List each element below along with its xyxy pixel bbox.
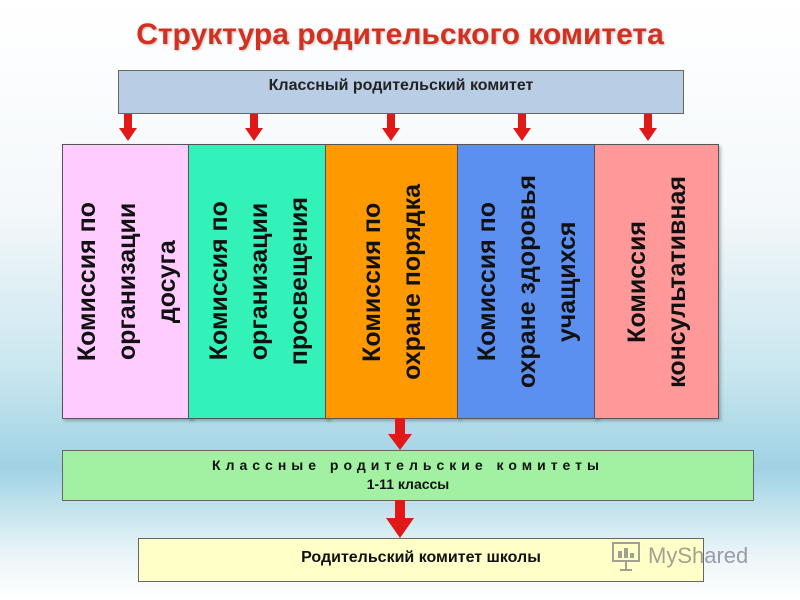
commission-health: Комиссия по охране здоровья учащихся (457, 144, 597, 419)
commission-order: Комиссия по охране порядка (325, 144, 459, 419)
arrow-down-icon (245, 114, 263, 141)
watermark: MyShared (610, 538, 770, 574)
arrow-down-icon (513, 114, 531, 141)
class-committees-label: Классные родительские комитеты (212, 457, 604, 473)
arrow-down-icon (119, 114, 137, 141)
arrow-down-icon (388, 418, 412, 450)
arrow-down-icon (382, 114, 400, 141)
presentation-icon (612, 542, 640, 571)
page-title: Структура родительского комитета (136, 18, 664, 51)
class-parent-committee-box: Классный родительский комитет (118, 70, 684, 114)
commission-education: Комиссия по организации просвещения (188, 144, 329, 419)
grades-label: 1-11 классы (366, 476, 450, 492)
arrow-down-icon (639, 114, 657, 141)
commission-consultative: Комиссия консультативная (594, 144, 719, 419)
class-parent-committees-box: Классные родительские комитеты 1-11 клас… (62, 450, 754, 501)
school-parent-committee-box: Родительский комитет школы (138, 538, 704, 582)
arrows-top-row (119, 114, 657, 141)
arrow-down-icon (386, 500, 414, 538)
commission-leisure: Комиссия по организации досуга (62, 144, 192, 419)
